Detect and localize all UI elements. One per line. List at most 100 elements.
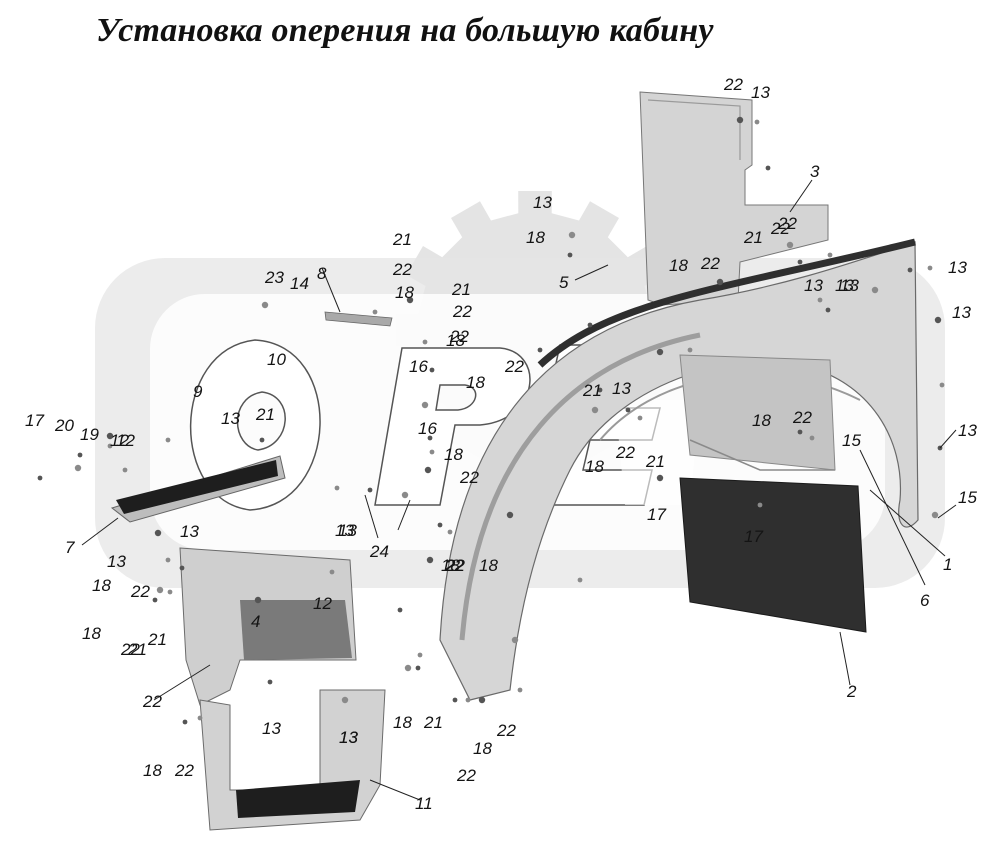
bolt-part xyxy=(754,119,760,125)
callout-label: 18 xyxy=(444,445,463,464)
bolt-part xyxy=(809,435,815,441)
bolt-part xyxy=(907,267,913,273)
bolt-part xyxy=(372,309,378,315)
callout-label: 11 xyxy=(415,794,433,813)
callout-label: 9 xyxy=(193,382,203,401)
bolt-part xyxy=(334,485,340,491)
callout-label: 18 xyxy=(585,457,604,476)
callout-label: 22 xyxy=(449,327,469,346)
bolt-part xyxy=(422,339,428,345)
bolt-part xyxy=(417,652,423,658)
bolt-part xyxy=(179,565,185,571)
callout-label: 22 xyxy=(504,357,524,376)
callout-label: 22 xyxy=(142,692,162,711)
callout-label: 18 xyxy=(143,761,162,780)
callout-label: 18 xyxy=(441,556,460,575)
callout-label: 18 xyxy=(82,624,101,643)
bolt-part xyxy=(537,347,543,353)
fastener-hardware xyxy=(37,116,945,725)
bolt-part xyxy=(765,165,771,171)
bolt-part xyxy=(939,382,945,388)
callout-label: 3 xyxy=(810,162,820,181)
bolt-part xyxy=(927,265,933,271)
bolt-part xyxy=(404,664,412,672)
callout-label: 13 xyxy=(339,728,358,747)
callout-label: 13 xyxy=(262,719,281,738)
callout-label: 18 xyxy=(669,256,688,275)
callout-label: 22 xyxy=(120,640,140,659)
callout-label: 18 xyxy=(752,411,771,430)
callout-label: 13 xyxy=(338,521,357,540)
callout-label: 13 xyxy=(221,409,240,428)
callout-label: 13 xyxy=(180,522,199,541)
bolt-part xyxy=(122,467,128,473)
callout-label: 21 xyxy=(451,280,471,299)
callout-label: 22 xyxy=(444,556,464,575)
part-6-inner-liner xyxy=(679,354,836,471)
bolt-part xyxy=(152,597,158,603)
bolt-part xyxy=(452,697,458,703)
leader-lines xyxy=(81,179,957,801)
bolt-part xyxy=(415,665,421,671)
bolt-part xyxy=(506,511,514,519)
bolt-part xyxy=(797,429,803,435)
callout-label: 21 xyxy=(147,630,167,649)
bolt-part xyxy=(687,347,693,353)
callout-label: 12 xyxy=(313,594,332,613)
callout-label: 21 xyxy=(255,405,275,424)
bolt-part xyxy=(757,502,763,508)
bolt-part xyxy=(261,301,269,309)
bolt-part xyxy=(197,715,203,721)
bolt-part xyxy=(577,577,583,583)
callout-label: 22 xyxy=(770,219,790,238)
callout-label: 18 xyxy=(92,576,111,595)
callout-label: 17 xyxy=(647,505,666,524)
bolt-part xyxy=(478,696,486,704)
bolt-part xyxy=(165,557,171,563)
callout-label: 13 xyxy=(958,421,977,440)
callout-label: 1 xyxy=(943,555,952,574)
bolt-part xyxy=(587,322,593,328)
bolt-part xyxy=(182,719,188,725)
bolt-part xyxy=(716,278,724,286)
bolt-part xyxy=(424,466,432,474)
callout-label: 13 xyxy=(952,303,971,322)
bolt-part xyxy=(426,556,434,564)
bolt-part xyxy=(597,387,603,393)
callout-label: 14 xyxy=(290,274,309,293)
bolt-part xyxy=(397,607,403,613)
callout-label: 18 xyxy=(466,373,485,392)
callout-label: 22 xyxy=(445,556,465,575)
callout-label: 18 xyxy=(395,283,414,302)
bolt-part xyxy=(367,487,373,493)
bolt-part xyxy=(259,437,265,443)
bolt-part xyxy=(156,586,164,594)
callout-label: 22 xyxy=(792,408,812,427)
callout-label: 22 xyxy=(174,761,194,780)
bolt-part xyxy=(825,307,831,313)
bolt-part xyxy=(74,464,82,472)
bolt-part xyxy=(329,569,335,575)
bolt-part xyxy=(797,259,803,265)
callout-label: 10 xyxy=(267,350,286,369)
callout-label: 22 xyxy=(459,468,479,487)
callout-label: 22 xyxy=(456,766,476,785)
callout-label: 15 xyxy=(842,431,861,450)
diagram-title: Установка оперения на большую кабину xyxy=(96,12,714,49)
bolt-part xyxy=(465,697,471,703)
callout-label: 13 xyxy=(804,276,823,295)
callout-label: 21 xyxy=(127,640,147,659)
callout-label: 22 xyxy=(452,302,472,321)
bolt-part xyxy=(167,589,173,595)
bolt-part xyxy=(37,475,43,481)
callout-label: 13 xyxy=(107,552,126,571)
bolt-part xyxy=(429,449,435,455)
callout-label: 22 xyxy=(496,721,516,740)
callout-label: 21 xyxy=(743,228,763,247)
callout-label: 18 xyxy=(446,331,465,350)
bolt-part xyxy=(817,297,823,303)
bolt-part xyxy=(517,687,523,693)
callout-label: 22 xyxy=(130,582,150,601)
